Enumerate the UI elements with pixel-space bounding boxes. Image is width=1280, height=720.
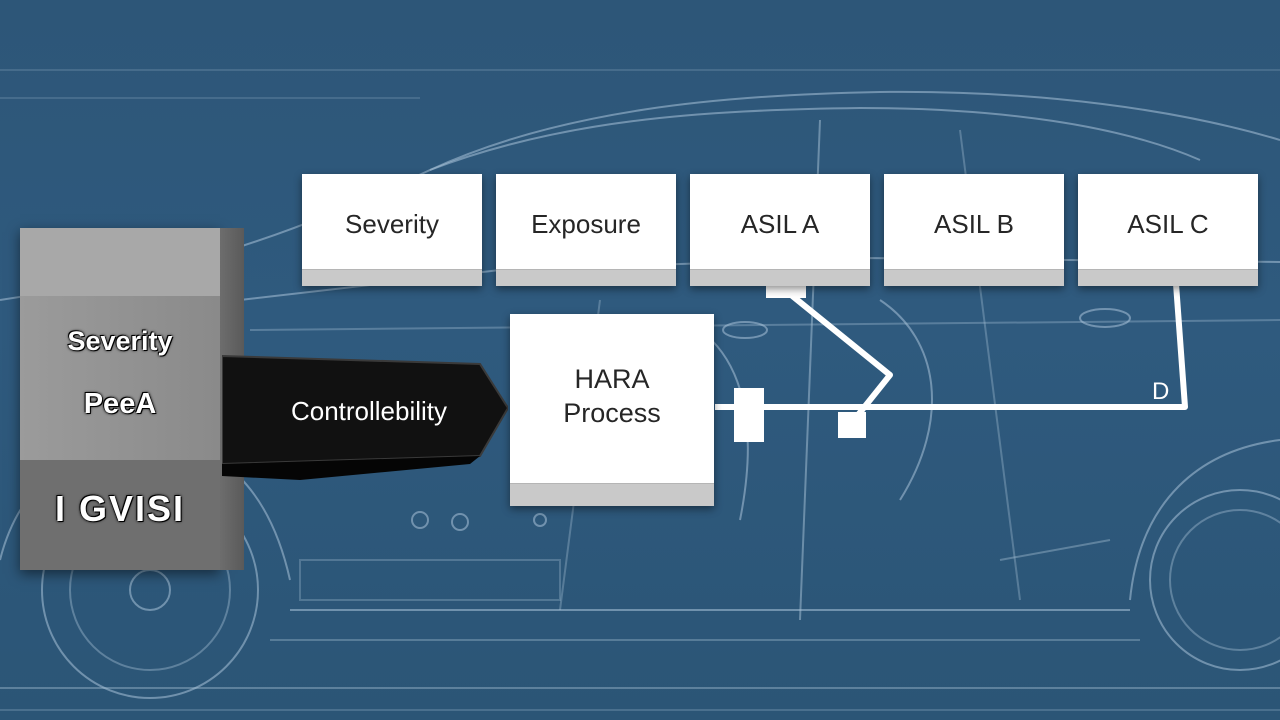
asil-d-label: D	[1152, 378, 1170, 405]
asil-a-box-label: ASIL A	[740, 208, 820, 239]
asil-b-box-label: ASIL B	[934, 208, 1014, 239]
block-bottom-band	[20, 460, 244, 570]
connector-bracket-hara	[734, 388, 764, 442]
asil-c-box-label: ASIL C	[1127, 208, 1209, 239]
exposure-box: Exposure	[496, 174, 676, 286]
controllability-label: Controllebility	[290, 396, 448, 426]
hara-process-label: HARA Process	[563, 364, 661, 428]
controllability-arrow: Controllebility	[222, 352, 508, 480]
block-label-line1: Severity	[67, 326, 173, 356]
block-label-line2: PeeA	[83, 388, 157, 420]
asil-b-box: ASIL B	[884, 174, 1064, 286]
block-label-line3: I GVISI	[54, 488, 186, 529]
asil-a-box: ASIL A	[690, 174, 870, 286]
exposure-box-label: Exposure	[531, 208, 641, 239]
asil-c-box: ASIL C	[1078, 174, 1258, 286]
severity-box: Severity	[302, 174, 482, 286]
block-top-band	[20, 228, 244, 296]
severity-box-label: Severity	[345, 208, 439, 239]
hara-process-box: HARA Process	[510, 314, 714, 506]
connector-bracket-mid	[838, 412, 866, 438]
connector-lines	[715, 269, 1188, 427]
arrow-shape	[222, 354, 508, 480]
severity-3d-block: Severity PeeA I GVISI	[20, 228, 244, 570]
